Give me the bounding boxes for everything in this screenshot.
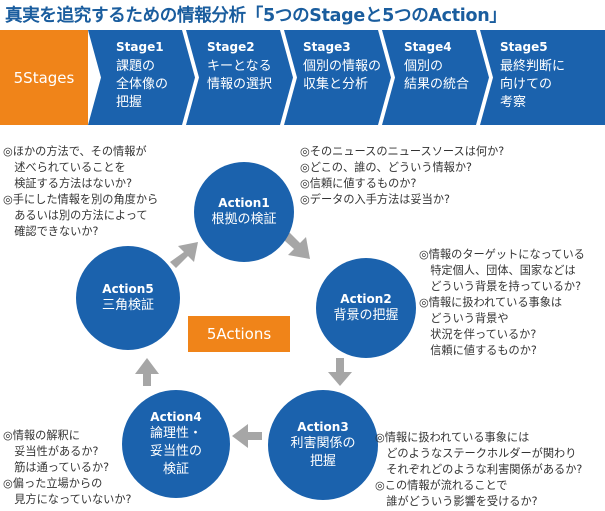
action-number: Action1	[218, 196, 270, 210]
arrow-2-to-3	[328, 358, 352, 386]
action-1-circle: Action1 根拠の検証	[194, 162, 294, 262]
action-name: 論理性・ 妥当性の 検証	[149, 426, 202, 477]
action-5-circle: Action5 三角検証	[76, 246, 180, 350]
stage3-chevron	[284, 30, 391, 125]
stage-number: Stage2	[207, 40, 255, 54]
action-name: 根拠の検証	[211, 212, 277, 227]
stages-label: 5Stages	[13, 68, 75, 87]
stages-label-box	[0, 30, 88, 125]
stage-number: Stage3	[303, 40, 351, 54]
action-number: Action2	[340, 292, 392, 306]
stage-band	[0, 30, 605, 125]
arrow-3-to-4	[232, 424, 262, 448]
stage4-chevron	[382, 30, 489, 125]
action-4-circle: Action4 論理性・ 妥当性の 検証	[122, 390, 230, 498]
stage-name: 課題の 全体像の 把握	[116, 59, 169, 110]
stage-band-shapes	[0, 30, 605, 125]
action-2-circle: Action2 背景の把握	[316, 258, 416, 358]
stage-3: Stage3 個別の情報の 収集と分析	[303, 38, 381, 94]
page-title: 真実を追究するための情報分析「5つのStageと5つのAction」	[5, 6, 507, 26]
arrow-5-to-1	[170, 242, 198, 268]
action-name: 三角検証	[101, 298, 154, 313]
stage-number: Stage5	[500, 40, 548, 54]
stage-number: Stage4	[404, 40, 452, 54]
action-3-notes: ◎情報に扱われている事象には どのようなステークホルダーが関わり それぞれどのよ…	[375, 431, 583, 508]
stage-2: Stage2 キーとなる 情報の選択	[207, 38, 272, 94]
action-number: Action3	[297, 420, 349, 434]
actions-label: 5Actions	[188, 316, 290, 352]
action-number: Action4	[150, 410, 202, 424]
action-name: 背景の把握	[333, 308, 399, 323]
stage-5: Stage5 最終判断に 向けての 考察	[500, 38, 565, 112]
action-2-notes: ◎情報のターゲットになっている 特定個人、団体、国家などは どういう背景を持って…	[419, 248, 585, 357]
arrow-4-to-5	[135, 358, 159, 386]
stage1-chevron	[88, 30, 195, 125]
stage5-chevron	[480, 30, 605, 125]
stage-4: Stage4 個別の 結果の統合	[404, 38, 469, 94]
stage-name: キーとなる 情報の選択	[207, 59, 273, 92]
stage-name: 最終判断に 向けての 考察	[500, 59, 566, 110]
stage-name: 個別の 結果の統合	[404, 59, 470, 92]
action-5-notes: ◎ほかの方法で、その情報が 述べられていることを 検証する方法はないか? ◎手に…	[3, 145, 159, 238]
stage-1: Stage1 課題の 全体像の 把握	[116, 38, 168, 112]
action-number: Action5	[102, 282, 154, 296]
action-4-notes: ◎情報の解釈に 妥当性があるか? 筋は通っているか? ◎偏った立場からの 見方に…	[3, 429, 132, 506]
action-3-circle: Action3 利害関係の 把握	[268, 390, 378, 500]
stage2-chevron	[186, 30, 293, 125]
stage-name: 個別の情報の 収集と分析	[303, 59, 382, 92]
stage-number: Stage1	[116, 40, 164, 54]
action-1-notes: ◎そのニュースのニュースソースは何か? ◎どこの、誰の、どういう情報か? ◎信頼…	[300, 145, 505, 206]
action-name: 利害関係の 把握	[290, 436, 356, 469]
